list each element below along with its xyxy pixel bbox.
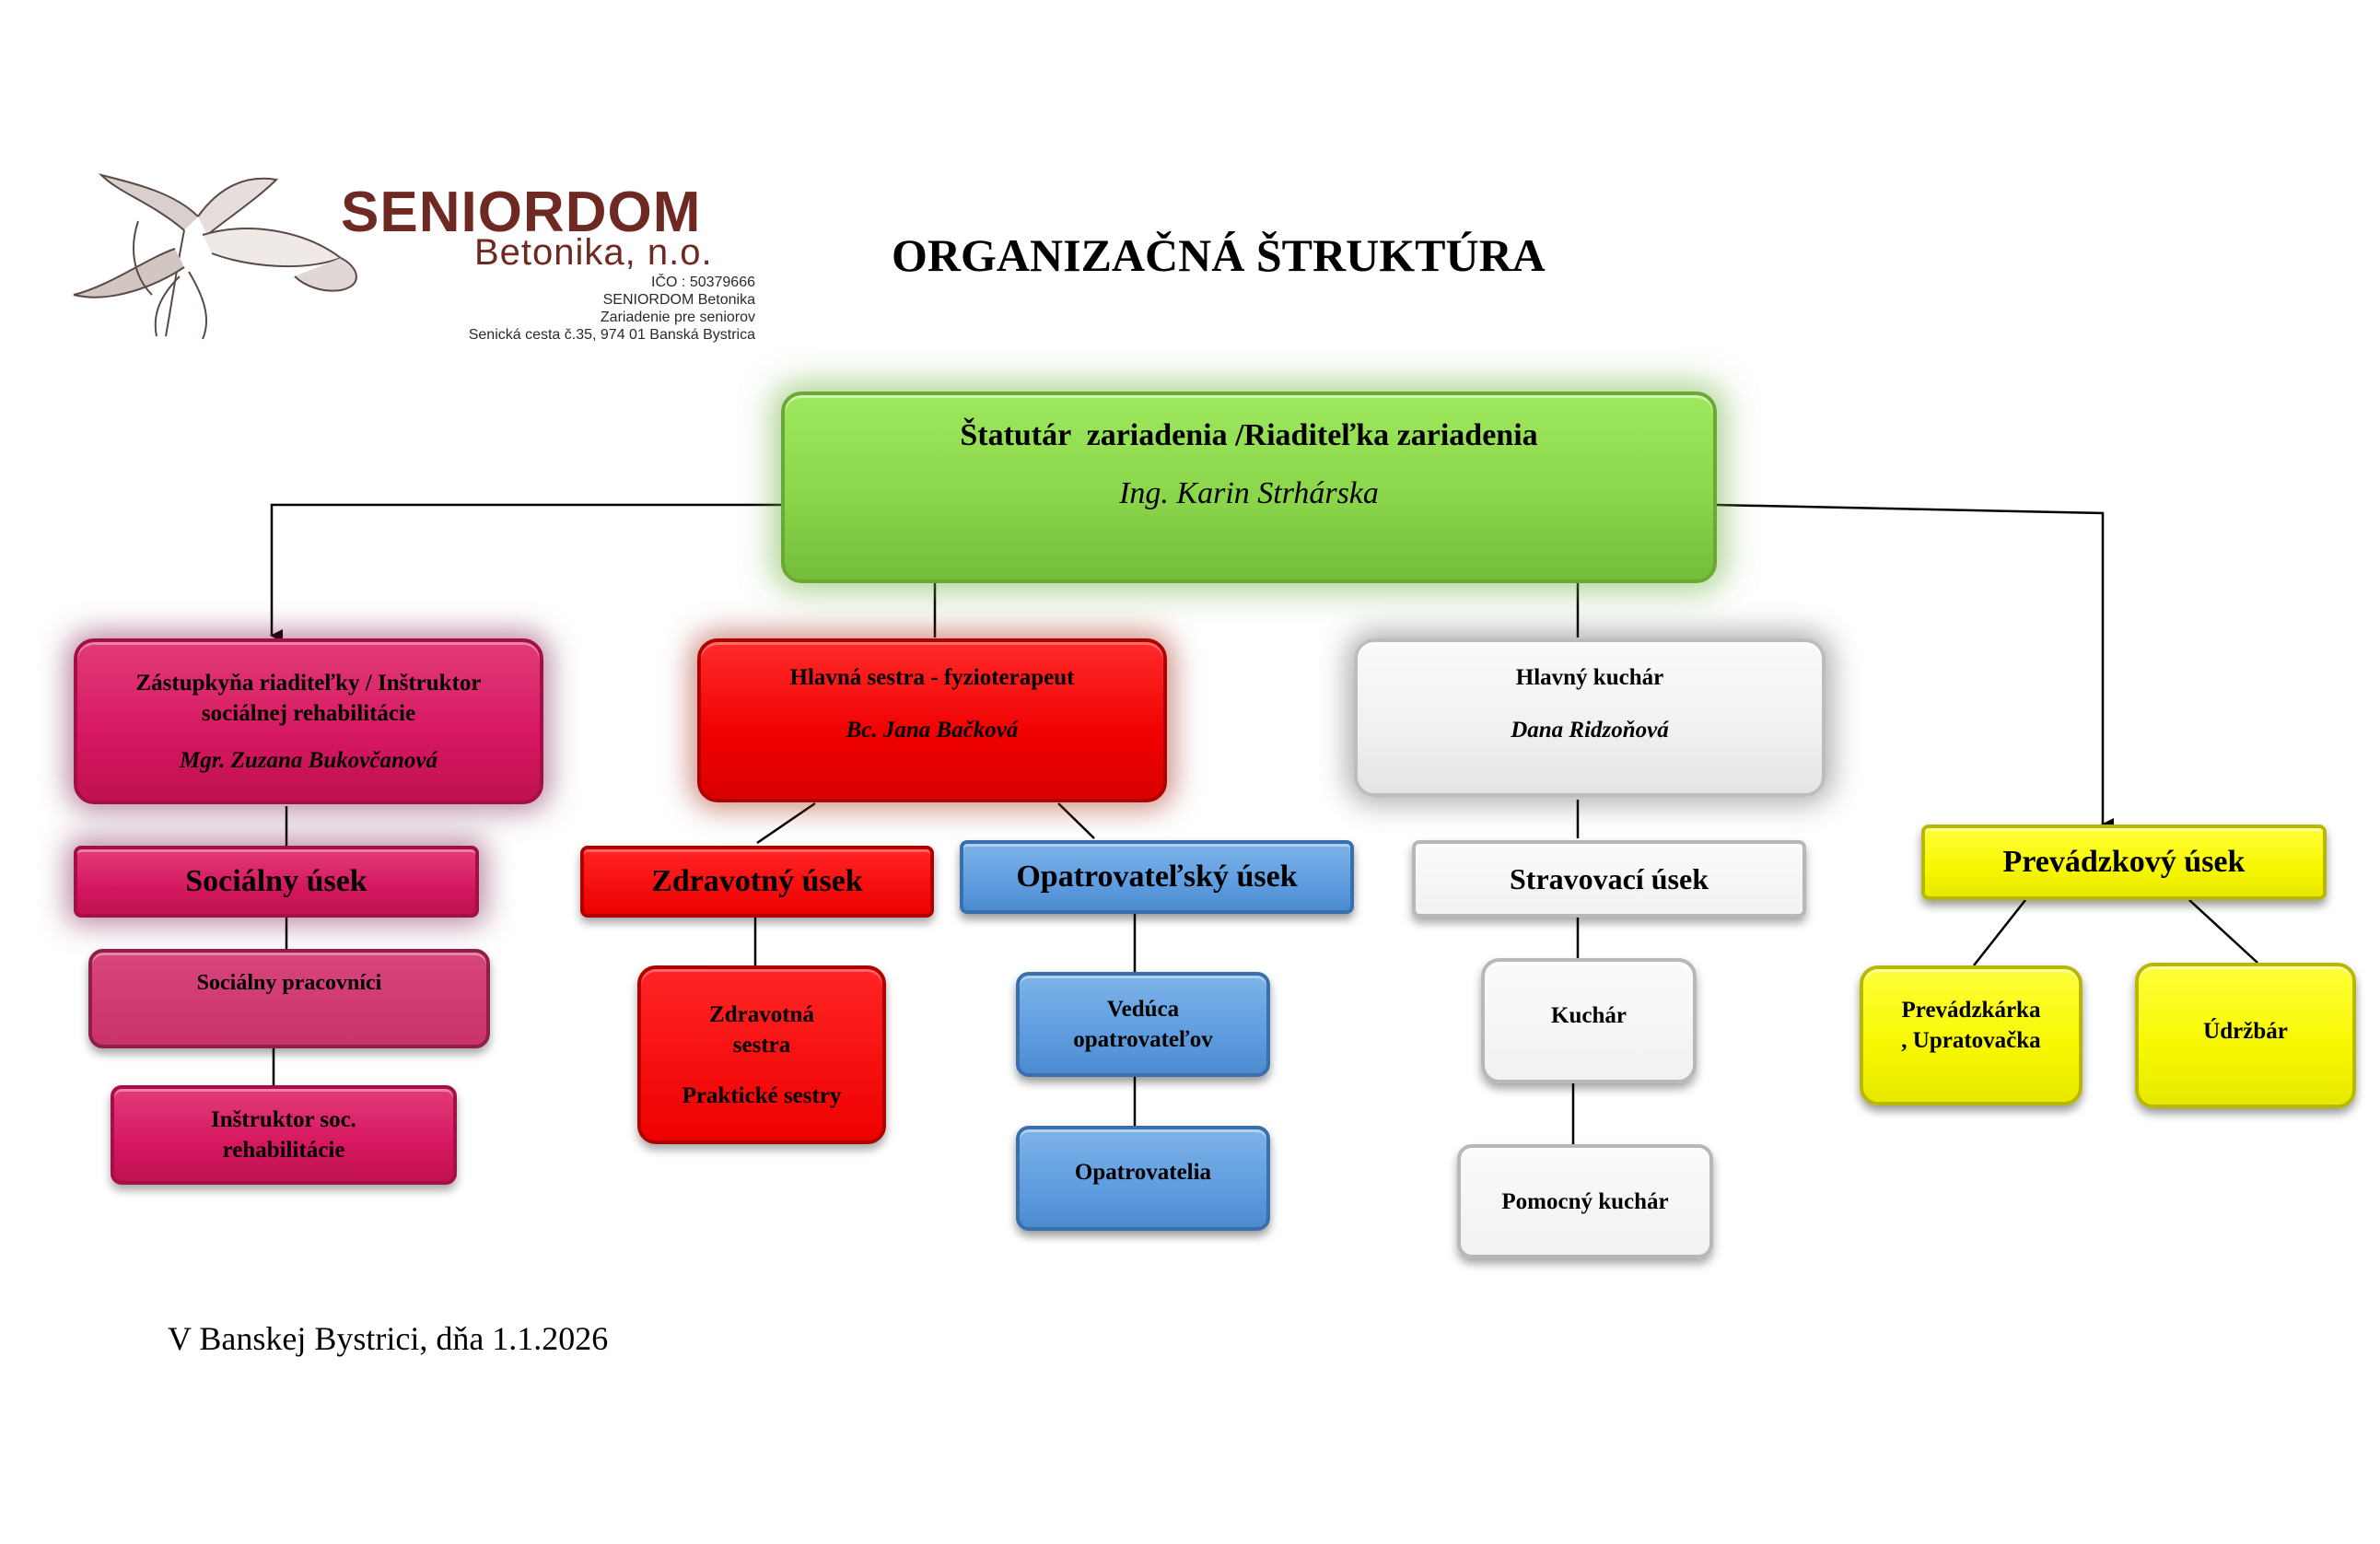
head-cook-role: Hlavný kuchár [1515, 665, 1664, 690]
department-health-label: Zdravotný úsek [651, 863, 863, 898]
connector-operations-maintenance [2188, 899, 2258, 964]
social-workers-box: Sociálny pracovníci [88, 949, 490, 1048]
deputy-role-line2: sociálnej rehabilitácie [201, 700, 416, 726]
department-social: Sociálny úsek [74, 846, 479, 918]
footer-date: V Banskej Bystrici, dňa 1.1.2026 [168, 1320, 609, 1357]
logo-subbrand: Betonika, n.o. [474, 232, 713, 273]
connector-nurse-care [1057, 802, 1095, 839]
department-health: Zdravotný úsek [580, 846, 934, 918]
operations-manager-line1: Prevádzkárka [1901, 998, 2041, 1023]
deputy-name: Mgr. Zuzana Bukovčanová [180, 747, 438, 773]
director-name: Ing. Karin Strhárska [1119, 475, 1379, 510]
director-role: Štatutár zariadenia /Riaditeľka zariaden… [960, 418, 1538, 452]
connector-nurse-health [756, 801, 816, 845]
social-instructor-box: Inštruktor soc. rehabilitácie [111, 1085, 457, 1185]
practical-nurses-label: Praktické sestry [682, 1082, 842, 1108]
connector-director-operations [1714, 503, 2114, 831]
operations-manager-box: Prevádzkárka , Upratovačka [1860, 965, 2082, 1105]
nurse-box: Zdravotná sestra Praktické sestry [637, 965, 886, 1144]
logo: SENIORDOM Betonika, n.o. IČO : 50379666 … [64, 166, 755, 343]
caregivers-box: Opatrovatelia [1016, 1126, 1270, 1231]
operations-manager-line2: , Upratovačka [1901, 1028, 2041, 1053]
assistant-cook-box: Pomocný kuchár [1457, 1144, 1713, 1258]
head-nurse-box: Hlavná sestra - fyzioterapeut Bc. Jana B… [697, 638, 1167, 802]
department-catering-label: Stravovací úsek [1510, 861, 1709, 895]
maintenance-label: Údržbár [2203, 1019, 2288, 1044]
department-operations-label: Prevádzkový úsek [2002, 844, 2246, 879]
connector-operations-manager [1973, 899, 2026, 966]
deputy-box: Zástupkyňa riaditeľky / Inštruktor sociá… [74, 638, 543, 804]
department-operations: Prevádzkový úsek [1921, 825, 2327, 900]
care-lead-box: Vedúca opatrovateľov [1016, 972, 1270, 1077]
maintenance-box: Údržbár [2135, 963, 2356, 1108]
care-lead-line2: opatrovateľov [1073, 1027, 1213, 1052]
iris-flower-icon [73, 173, 357, 340]
head-cook-box: Hlavný kuchár Dana Ridzoňová [1354, 638, 1826, 797]
department-care: Opatrovateľský úsek [960, 840, 1354, 914]
care-lead-line1: Vedúca [1106, 997, 1180, 1022]
assistant-cook-label: Pomocný kuchár [1501, 1188, 1669, 1214]
department-social-label: Sociálny úsek [185, 863, 368, 898]
deputy-role-line1: Zástupkyňa riaditeľky / Inštruktor [135, 670, 482, 696]
logo-ico: IČO : 50379666 [651, 275, 755, 290]
department-catering: Stravovací úsek [1412, 840, 1806, 918]
head-nurse-name: Bc. Jana Bačková [846, 718, 1019, 743]
logo-type: Zariadenie pre seniorov [600, 309, 755, 325]
nurse-line1: Zdravotná [709, 1001, 814, 1027]
director-box: Štatutár zariadenia /Riaditeľka zariaden… [781, 392, 1717, 583]
logo-brand: SENIORDOM [341, 181, 702, 244]
connector-director-deputy [270, 503, 783, 642]
logo-address-block: IČO : 50379666 SENIORDOM Betonika Zariad… [469, 275, 755, 345]
nurse-line2: sestra [732, 1032, 791, 1058]
cook-label: Kuchár [1551, 1003, 1627, 1028]
social-instructor-line1: Inštruktor soc. [211, 1107, 356, 1132]
head-nurse-role: Hlavná sestra - fyzioterapeut [789, 665, 1075, 690]
social-workers-label: Sociálny pracovníci [196, 971, 382, 995]
department-care-label: Opatrovateľský úsek [1016, 859, 1298, 894]
head-cook-name: Dana Ridzoňová [1511, 718, 1669, 743]
cook-box: Kuchár [1481, 958, 1697, 1083]
social-instructor-line2: rehabilitácie [222, 1138, 345, 1163]
logo-address: Senická cesta č.35, 974 01 Banská Bystri… [468, 326, 755, 343]
caregivers-label: Opatrovatelia [1074, 1160, 1212, 1185]
logo-org: SENIORDOM Betonika [602, 291, 755, 308]
page-title: ORGANIZAČNÁ ŠTRUKTÚRA [892, 229, 1546, 281]
